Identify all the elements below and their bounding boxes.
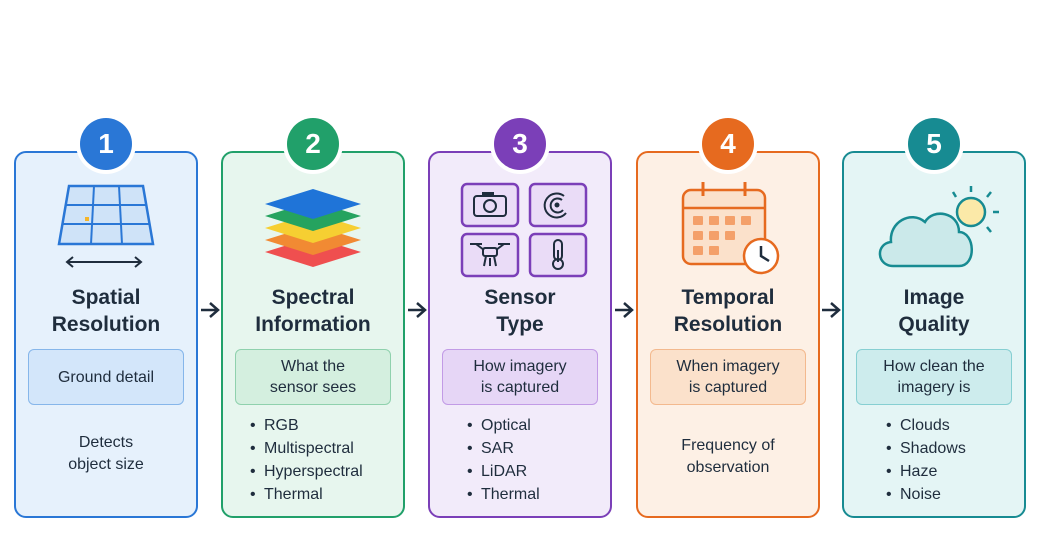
step-description: Frequency of observation — [681, 437, 775, 476]
step-number-badge: 2 — [287, 118, 339, 170]
step-title: Temporal Resolution — [673, 286, 783, 336]
arrow-right-icon — [201, 302, 220, 318]
list-item: RGB — [250, 414, 363, 437]
step-bullet-list: Clouds Shadows Haze Noise — [886, 414, 966, 506]
cloud-sun-icon — [842, 178, 1026, 278]
layer-stack-icon — [221, 178, 405, 278]
step-tag: How clean the imagery is — [856, 349, 1012, 405]
step-title: Spectral Information — [255, 286, 371, 336]
step-number-badge: 4 — [702, 118, 754, 170]
arrow-right-icon — [822, 302, 841, 318]
list-item: SAR — [467, 437, 540, 460]
step-title: Sensor Type — [484, 286, 556, 336]
step-title: Image Quality — [898, 286, 970, 336]
drone-icon — [460, 232, 520, 278]
grid-ruler-icon — [14, 178, 198, 278]
step-tag: When imagery is captured — [650, 349, 806, 405]
sensor-icons-grid — [428, 180, 612, 280]
list-item: Optical — [467, 414, 540, 437]
list-item: Thermal — [250, 483, 363, 506]
step-bullet-list: Optical SAR LiDAR Thermal — [467, 414, 540, 506]
step-tag: What the sensor sees — [235, 349, 391, 405]
step-title: Spatial Resolution — [51, 286, 161, 336]
arrow-right-icon — [615, 302, 634, 318]
list-item: Haze — [886, 460, 966, 483]
list-item: LiDAR — [467, 460, 540, 483]
step-description: Detects object size — [68, 434, 144, 473]
step-number-badge: 1 — [80, 118, 132, 170]
step-tag: Ground detail — [28, 349, 184, 405]
list-item: Multispectral — [250, 437, 363, 460]
step-number-badge: 3 — [494, 118, 546, 170]
thermometer-icon — [528, 232, 588, 278]
step-tag: How imagery is captured — [442, 349, 598, 405]
list-item: Shadows — [886, 437, 966, 460]
list-item: Thermal — [467, 483, 540, 506]
radar-icon — [528, 182, 588, 228]
arrow-right-icon — [408, 302, 427, 318]
camera-icon — [460, 182, 520, 228]
list-item: Noise — [886, 483, 966, 506]
step-number-badge: 5 — [908, 118, 960, 170]
step-bullet-list: RGB Multispectral Hyperspectral Thermal — [250, 414, 363, 506]
list-item: Clouds — [886, 414, 966, 437]
list-item: Hyperspectral — [250, 460, 363, 483]
calendar-clock-icon — [636, 178, 820, 278]
